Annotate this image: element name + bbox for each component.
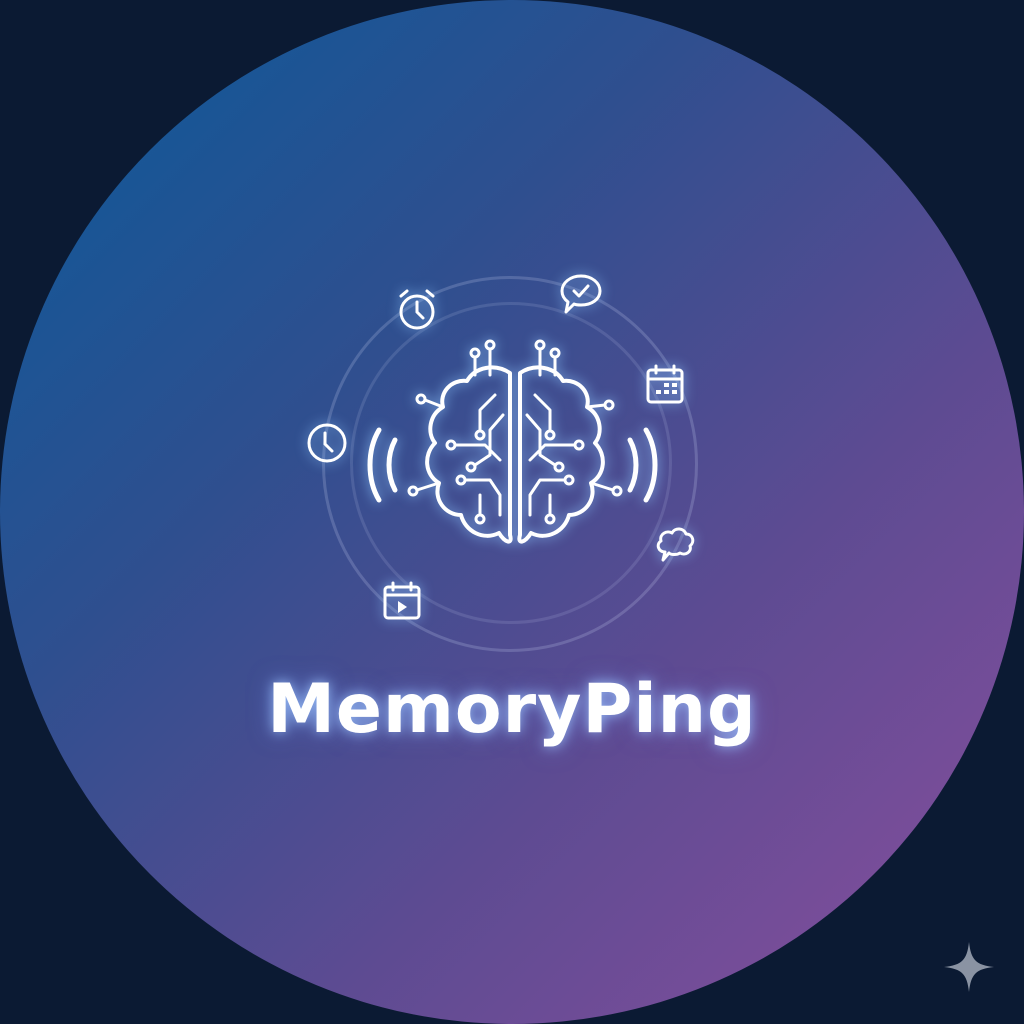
orbit-ring-inner [350, 302, 672, 624]
sparkle-icon [944, 942, 994, 992]
app-title: MemoryPing [267, 670, 757, 749]
calendar-play-icon [383, 581, 421, 620]
alarm-clock-icon [399, 289, 435, 330]
orbit-ring-outer [322, 276, 698, 652]
clock-icon [307, 423, 347, 463]
broadcast-waves-right-icon [627, 427, 658, 503]
thought-bubble-icon [656, 527, 695, 562]
circuit-brain-icon [407, 339, 623, 544]
chat-check-icon [560, 274, 602, 314]
calendar-icon [646, 364, 684, 404]
broadcast-waves-left-icon [367, 427, 398, 503]
